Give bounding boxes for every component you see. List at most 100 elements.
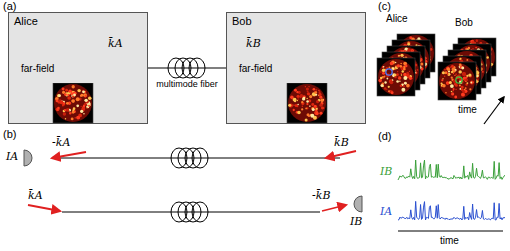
speckle-grain: [80, 95, 82, 97]
far-field-image: [43, 83, 103, 125]
speckle-grain: [382, 72, 385, 75]
speckle-grain: [83, 93, 87, 97]
speckle-grain: [302, 109, 303, 110]
speckle-grain: [441, 83, 443, 85]
speckle-grain: [401, 73, 403, 75]
speckle-grain: [60, 100, 64, 104]
speckle-grain: [464, 79, 466, 81]
speckle-grain: [399, 81, 401, 83]
speckle-grain: [389, 80, 393, 84]
speckle-grain: [465, 87, 467, 89]
speckle-disc: [378, 59, 414, 95]
speckle-grain: [452, 90, 454, 92]
speckle-grain: [57, 109, 59, 111]
speckle-grain: [455, 89, 456, 90]
speckle-grain: [453, 73, 454, 74]
time-arrow: [484, 97, 504, 124]
wavevector-label: k̄A: [108, 38, 123, 50]
speckle-grain: [407, 43, 410, 46]
speckle-grain: [289, 104, 293, 108]
speckle-grain: [463, 90, 465, 92]
speckle-grain: [454, 83, 457, 86]
speckle-grain: [305, 86, 306, 87]
speckle-grain: [472, 48, 474, 50]
speckle-frame: [377, 58, 415, 96]
detector-symbol: [24, 150, 32, 166]
speckle-grain: [318, 90, 319, 91]
speckle-grain: [320, 98, 324, 102]
speckle-grain: [459, 88, 461, 90]
speckle-grain: [444, 69, 446, 71]
speckle-grain: [403, 76, 407, 80]
panel-b-art: [24, 148, 362, 222]
speckle-grain: [384, 87, 387, 90]
speckle-disc: [288, 84, 326, 122]
fiber-coil: [185, 202, 201, 222]
speckle-grain: [388, 86, 390, 88]
speckle-grain: [67, 96, 71, 100]
speckle-grain: [401, 70, 404, 73]
speckle-grain: [293, 104, 294, 105]
speckle-grain: [297, 95, 300, 98]
speckle-grain: [404, 82, 407, 85]
pixel-marker: [386, 69, 392, 75]
panel-letter: (d): [378, 130, 391, 142]
speckle-grain: [65, 118, 66, 119]
speckle-grain: [442, 84, 445, 87]
speckle-grain: [447, 67, 450, 70]
speckle-grain: [470, 40, 474, 44]
speckle-grain: [476, 40, 478, 42]
speckle-grain: [468, 74, 471, 77]
speckle-grain: [83, 113, 85, 115]
speckle-grain: [468, 47, 470, 49]
panel-c-art: [377, 34, 504, 124]
speckle-grain: [452, 69, 456, 73]
speckle-grain: [293, 98, 296, 101]
speckle-grain: [388, 90, 390, 92]
speckle-grain: [306, 103, 308, 105]
speckle-grain: [384, 76, 386, 78]
speckle-grain: [466, 82, 468, 84]
speckle-grain: [412, 50, 414, 52]
speckle-grain: [458, 70, 461, 73]
axis-label: time: [458, 104, 477, 115]
speckle-grain: [396, 80, 399, 83]
speckle-grain: [382, 69, 384, 71]
speckle-grain: [398, 76, 402, 80]
fiber-coil: [185, 148, 201, 168]
wavevector-label: -k̄A: [52, 137, 70, 149]
speckle-grain: [293, 98, 297, 102]
speckle-grain: [441, 79, 443, 81]
speckle-grain: [69, 92, 70, 93]
speckle-frame: [438, 62, 476, 100]
speckle-grain: [409, 77, 412, 80]
detector-symbol: [354, 196, 362, 212]
speckle-grain: [302, 106, 303, 107]
speckle-grain: [300, 94, 304, 98]
panel-letter: (c): [378, 0, 391, 12]
speckle-grain: [406, 84, 410, 88]
speckle-grain: [72, 85, 75, 88]
pixel-marker: [456, 77, 462, 83]
speckle-grain: [73, 107, 76, 110]
speckle-grain: [67, 94, 69, 96]
speckle-grain: [315, 89, 317, 91]
speckle-grain: [62, 88, 65, 91]
speckle-grain: [316, 100, 319, 103]
speckle-grain: [315, 94, 317, 96]
speckle-grain: [65, 89, 68, 92]
speckle-grain: [451, 71, 453, 73]
speckle-grain: [295, 104, 298, 107]
speckle-grain: [409, 71, 410, 72]
speckle-grain: [461, 67, 464, 70]
speckle-grain: [58, 94, 61, 97]
intensity-trace: [398, 201, 505, 220]
speckle-grain: [314, 91, 317, 94]
wavevector-arrow: [326, 151, 356, 158]
speckle-grain: [477, 79, 479, 81]
image-frame: [377, 58, 415, 96]
speckle-grain: [378, 79, 382, 83]
fiber-line: [62, 212, 320, 213]
speckle-grain: [314, 105, 317, 108]
speckle-grain: [420, 62, 423, 65]
